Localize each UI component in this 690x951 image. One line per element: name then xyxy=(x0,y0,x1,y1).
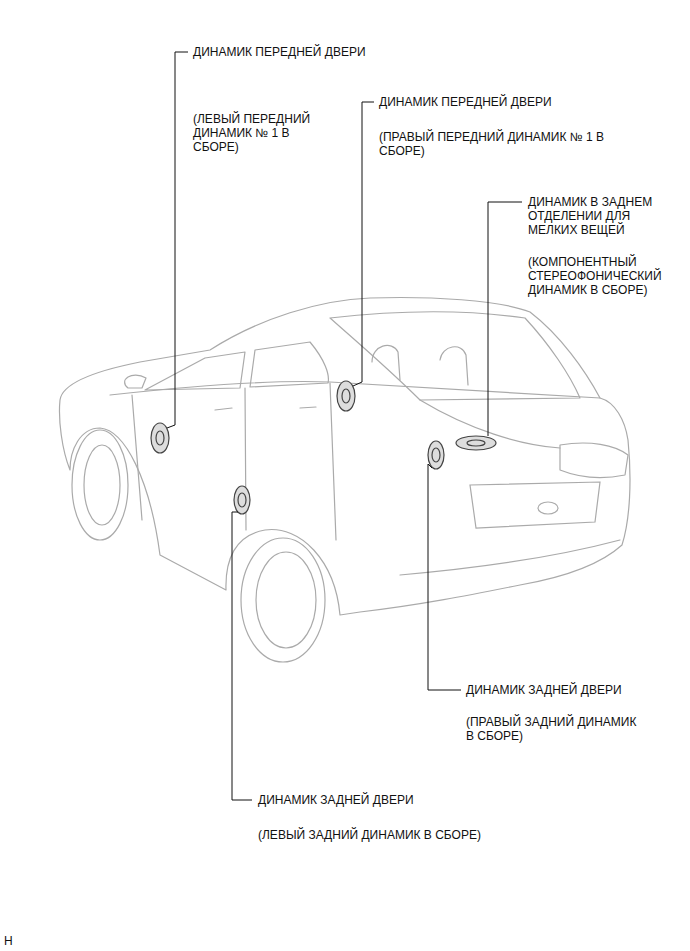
speaker-symbol xyxy=(234,486,250,514)
part-label: ДИНАМИК ПЕРЕДНЕЙ ДВЕРИ xyxy=(379,95,589,109)
door-handle xyxy=(215,408,232,410)
rear-windshield xyxy=(330,312,580,400)
license-recess xyxy=(470,482,600,528)
rear-bumper xyxy=(400,540,620,575)
part-note: (ЛЕВЫЙ ПЕРЕДНИЙ ДИНАМИК № 1 В СБОРЕ) xyxy=(193,112,333,154)
rear-wheel-rim xyxy=(256,552,316,648)
leader-line xyxy=(232,512,252,800)
emblem xyxy=(538,502,558,514)
speaker-symbol xyxy=(467,440,485,446)
tail-light xyxy=(560,443,628,478)
front-wheel xyxy=(72,430,128,540)
leader-line xyxy=(488,202,522,436)
part-note: (ПРАВЫЙ ПЕРЕДНИЙ ДИНАМИК № 1 В СБОРЕ) xyxy=(379,130,619,158)
leader-line xyxy=(428,464,461,690)
part-label: ДИНАМИК ЗАДНЕЙ ДВЕРИ xyxy=(258,793,508,807)
side-mirror xyxy=(125,375,146,388)
part-label: ДИНАМИК В ЗАДНЕМ ОТДЕЛЕНИИ ДЛЯ МЕЛКИХ ВЕ… xyxy=(528,195,678,237)
car-body xyxy=(59,298,630,615)
leader-line xyxy=(167,52,188,428)
speaker-symbol xyxy=(432,448,440,462)
speaker-symbol xyxy=(337,381,355,411)
front-wheel-rim xyxy=(84,445,120,525)
part-note: (ЛЕВЫЙ ЗАДНИЙ ДИНАМИК В СБОРЕ) xyxy=(258,828,558,842)
speaker-symbol xyxy=(151,423,169,453)
speaker-symbol xyxy=(456,436,496,450)
door-line xyxy=(132,395,142,520)
rear-wheel xyxy=(241,538,325,662)
speaker-symbol xyxy=(428,441,444,469)
speaker-symbol xyxy=(156,431,164,445)
part-label: ДИНАМИК ПЕРЕДНЕЙ ДВЕРИ xyxy=(193,45,403,59)
door-handle xyxy=(300,407,316,408)
speaker-symbol xyxy=(238,493,246,507)
door-line xyxy=(330,383,336,540)
part-label: ДИНАМИК ЗАДНЕЙ ДВЕРИ xyxy=(466,683,676,697)
seat-outline xyxy=(372,345,400,380)
part-note: (КОМПОНЕНТНЫЙ СТЕРЕОФОНИЧЕСКИЙ ДИНАМИК В… xyxy=(528,255,678,297)
seat-outline xyxy=(440,347,468,385)
leader-line xyxy=(353,102,374,386)
rear-side-window xyxy=(250,342,328,387)
speaker-symbol xyxy=(342,389,350,403)
part-note: (ПРАВЫЙ ЗАДНИЙ ДИНАМИК В СБОРЕ) xyxy=(466,715,646,743)
corner-mark: H xyxy=(4,934,34,948)
